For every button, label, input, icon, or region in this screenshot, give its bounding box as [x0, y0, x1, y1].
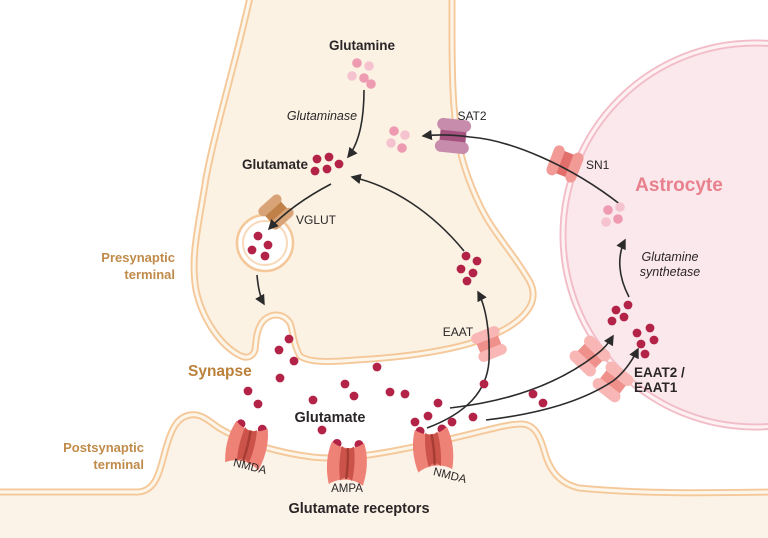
arrow-pool-to-vesicle	[267, 183, 332, 231]
glutamate-dot	[623, 300, 633, 310]
arrow-sn1-sat2-glutamine	[421, 129, 622, 206]
glutamate-dot	[312, 154, 322, 164]
eaat2-label-line2: EAAT1	[634, 380, 678, 395]
glutamate-dot	[611, 305, 621, 315]
postsynaptic-membrane-gap	[0, 413, 768, 495]
glutamate-dot	[423, 411, 433, 421]
postsynaptic-terminal	[0, 411, 768, 538]
arrow-glutamine-synthetase	[616, 238, 630, 298]
glutamate-dot	[308, 395, 318, 405]
glutamate-dot	[243, 386, 253, 396]
glutamate-dot	[310, 166, 320, 176]
sat2-label: SAT2	[457, 109, 486, 123]
vesicle-inner-ring	[242, 220, 288, 266]
glutamate-dot	[400, 389, 410, 399]
arrow-glutaminase	[347, 89, 365, 159]
glutamate-dot	[410, 417, 420, 427]
arrow-eaat-reuptake	[426, 290, 490, 429]
nmda-receptor-right	[409, 422, 457, 475]
synapse-label: Synapse	[188, 363, 252, 380]
glutamate-dot	[253, 231, 263, 241]
molecule-dots	[243, 58, 659, 435]
glutamate-dot	[538, 398, 548, 408]
glutamate-dot	[461, 251, 471, 261]
glutaminase-label: Glutaminase	[287, 109, 357, 123]
glutamate-dot	[260, 251, 270, 261]
glutamine-dot	[603, 205, 613, 215]
glutamate-dot	[462, 276, 472, 286]
glutamate-dot	[640, 349, 650, 359]
glutamate-dot	[649, 335, 659, 345]
glutamate-dot	[385, 387, 395, 397]
glutamate-dot	[322, 164, 332, 174]
glutamine-dot-light	[400, 130, 410, 140]
glutamate-dot	[472, 256, 482, 266]
arrow-eaat2-uptake	[449, 334, 614, 409]
glutamate-dot	[317, 425, 327, 435]
glutamate-synapse-label: Glutamate	[295, 410, 366, 426]
glutamate-dot	[275, 373, 285, 383]
glutamate-receptors-label: Glutamate receptors	[288, 501, 429, 517]
glutamate-dot	[349, 391, 359, 401]
glutamine-dot-light	[347, 71, 357, 81]
glutamate-dot	[645, 323, 655, 333]
glutamine-dot	[352, 58, 362, 68]
glutamate-dot	[468, 412, 478, 422]
glutamate-dot	[284, 334, 294, 344]
glutamate-dot	[274, 345, 284, 355]
glutamate-dot	[468, 268, 478, 278]
postsynaptic-terminal-label-line1: Postsynaptic	[63, 440, 144, 455]
glutamine-dot	[359, 73, 369, 83]
eaat2-label-line1: EAAT2 /	[634, 365, 685, 380]
glutamate-dot	[619, 312, 629, 322]
glutamine-dot	[397, 143, 407, 153]
glutamine-dot	[389, 126, 399, 136]
postsynaptic-fill	[0, 414, 768, 538]
glutamate-dot	[247, 245, 257, 255]
ampa-label: AMPA	[331, 483, 363, 495]
glutamate-dot	[632, 328, 642, 338]
arrow-recycled-to-pool	[350, 173, 465, 252]
sn1-label: SN1	[586, 158, 610, 172]
astrocyte-membrane-gap	[561, 41, 768, 429]
presynaptic-terminal-label-line1: Presynaptic	[101, 250, 175, 265]
ampa-receptor	[324, 437, 370, 488]
glutamate-dot	[340, 379, 350, 389]
arrow-eaat1-uptake	[485, 347, 639, 421]
glutamate-dot	[479, 379, 489, 389]
glutamine-dot-light	[386, 138, 396, 148]
glutamate-dot	[372, 362, 382, 372]
glutamine-dot-light	[601, 217, 611, 227]
glutamine-synthetase-label-line2: synthetase	[640, 265, 701, 279]
glutamine-dot-light	[364, 61, 374, 71]
glutamate-pool-label: Glutamate	[242, 157, 309, 172]
presynaptic-membrane-gap	[192, 0, 535, 364]
glutamine-label: Glutamine	[329, 38, 396, 53]
postsynaptic-terminal-label-line2: terminal	[93, 457, 144, 472]
glutamate-dot	[263, 240, 273, 250]
glutamate-dot	[447, 417, 457, 427]
arrow-vesicle-release	[255, 274, 265, 306]
glutamine-dot	[613, 214, 623, 224]
glutamate-dot	[433, 398, 443, 408]
vglut-label: VGLUT	[296, 213, 337, 227]
glutamate-dot	[289, 356, 299, 366]
glutamine-synthetase-label-line1: Glutamine	[642, 250, 699, 264]
glutamate-dot	[528, 389, 538, 399]
presynaptic-terminal-label-line2: terminal	[124, 267, 175, 282]
glutamate-dot	[636, 339, 646, 349]
astrocyte-label: Astrocyte	[635, 175, 723, 196]
eaat-label: EAAT	[443, 325, 474, 339]
glutamine-dot-light	[615, 202, 625, 212]
glutamate-dot	[456, 264, 466, 274]
glutamine-dot	[366, 79, 376, 89]
astrocyte-cell	[559, 39, 768, 431]
glutamate-dot	[253, 399, 263, 409]
flow-arrows	[255, 89, 639, 429]
glutamate-dot	[334, 159, 344, 169]
glutamate-dot	[324, 152, 334, 162]
glutamate-dot	[607, 316, 617, 326]
